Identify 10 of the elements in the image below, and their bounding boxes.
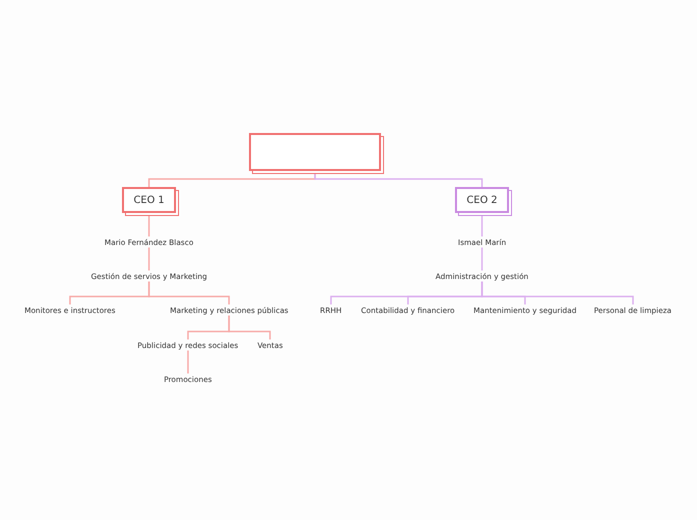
- connector-line: [314, 171, 483, 187]
- connector-line: [187, 350, 189, 374]
- connector-line: [481, 282, 634, 304]
- connector-line: [481, 248, 483, 270]
- connector-line: [228, 316, 271, 340]
- root-box: [249, 133, 381, 171]
- connector-line: [148, 282, 230, 304]
- connector-line: [148, 248, 150, 270]
- role-box: CEO 1: [122, 187, 176, 213]
- role-box: CEO 2: [455, 187, 509, 213]
